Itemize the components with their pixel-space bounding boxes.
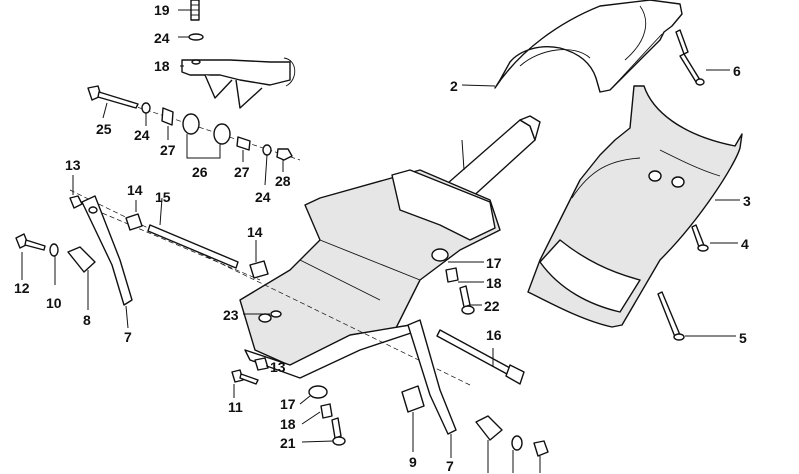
callout-3: 3 xyxy=(743,193,751,209)
callout-13: 13 xyxy=(65,157,81,173)
washer-24b-part xyxy=(262,144,272,156)
callout-27: 27 xyxy=(160,142,176,158)
callout-14: 14 xyxy=(247,224,263,240)
callout-7: 7 xyxy=(124,329,132,345)
bracket-22-part xyxy=(181,57,296,109)
callout-15: 15 xyxy=(155,189,171,205)
sleeve-18b-part xyxy=(320,403,333,419)
callout-17: 17 xyxy=(486,255,502,271)
lever-7-part xyxy=(81,195,133,306)
stud-23-part xyxy=(190,0,200,21)
callout-22: 18 xyxy=(154,58,170,74)
callout-19: 21 xyxy=(280,435,296,451)
callout-6: 6 xyxy=(733,63,741,79)
nut-13-part xyxy=(69,195,83,209)
bolt-11-part xyxy=(231,369,259,385)
steering-column-part xyxy=(239,115,541,379)
lower-cover-part xyxy=(527,85,743,328)
spacer-27b-part xyxy=(236,136,251,151)
callout-12: 12 xyxy=(14,280,30,296)
callout-11: 11 xyxy=(228,399,243,415)
callout-23: 19 xyxy=(154,2,170,18)
callout-24: 24 xyxy=(154,30,170,46)
bushing-26b-part xyxy=(213,123,231,145)
leader-lines xyxy=(21,9,740,473)
washer-10-part xyxy=(49,243,59,257)
callout-7: 7 xyxy=(446,458,454,474)
washer-24-part xyxy=(141,102,151,114)
spacer-27-part xyxy=(161,107,174,126)
rod-15-part xyxy=(147,224,239,269)
callout-14: 14 xyxy=(127,182,143,198)
callout-18: 18 xyxy=(486,275,502,291)
grommet-17-part xyxy=(431,248,449,262)
bushing-14b-part xyxy=(249,260,269,279)
callout-5: 5 xyxy=(739,330,747,346)
callout-9: 9 xyxy=(409,454,417,470)
screw-4-part xyxy=(691,224,709,252)
callout-28: 28 xyxy=(275,173,291,189)
lever-7b-part xyxy=(407,319,457,435)
callout-27: 27 xyxy=(234,164,250,180)
clip-8b-part xyxy=(475,415,503,441)
callout-10: 10 xyxy=(46,295,62,311)
washer-10b-part xyxy=(511,435,523,451)
bushing-26a-part xyxy=(182,113,200,135)
bushing-14a-part xyxy=(125,213,143,231)
callout-20: 22 xyxy=(484,298,500,314)
sleeve-18-part xyxy=(445,267,459,283)
axis-line-mid xyxy=(94,209,261,281)
bolt-19-part xyxy=(331,417,346,446)
nut-13c-part xyxy=(533,440,549,457)
bolt-16-part xyxy=(436,329,525,385)
washer-21-part xyxy=(270,310,282,318)
callout-17: 17 xyxy=(280,396,296,412)
callout-8: 8 xyxy=(83,312,91,328)
nut-28-part xyxy=(276,148,293,161)
callout-24: 24 xyxy=(255,189,271,205)
screw-6-part xyxy=(675,29,705,86)
callout-18: 18 xyxy=(280,416,296,432)
bolt-25-part xyxy=(87,85,139,109)
callout-2: 2 xyxy=(450,78,458,94)
callout-26: 26 xyxy=(192,164,208,180)
callout-21: 23 xyxy=(223,307,239,323)
screw-5-part xyxy=(657,291,685,341)
grommet-17b-part xyxy=(308,385,328,399)
bolt-12-part xyxy=(15,233,46,251)
washer-24-top-part xyxy=(188,33,204,41)
callout-25: 25 xyxy=(96,121,112,137)
callout-13: 13 xyxy=(270,359,286,375)
clip-8-part xyxy=(67,246,96,273)
nut-13b-part xyxy=(254,357,269,371)
callout-16: 16 xyxy=(486,327,502,343)
callout-4: 4 xyxy=(741,236,749,252)
callout-24: 24 xyxy=(134,127,150,143)
spacer-9-part xyxy=(401,385,425,413)
upper-cover-part xyxy=(494,0,683,93)
bolt-20-part xyxy=(459,285,475,315)
